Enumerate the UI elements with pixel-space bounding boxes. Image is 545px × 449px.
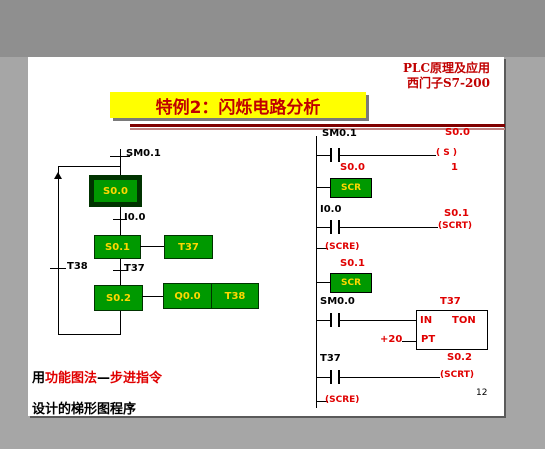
r3-coil-op: SCRT [442,221,468,231]
sfc-transition-1-bar [113,219,127,220]
r7-coil-addr: S0.2 [447,352,472,363]
r3-coil-addr: S0.1 [444,208,469,219]
r3-wire-a [316,227,330,228]
r7-wire-b [340,377,440,378]
r6-pt-value: +20 [380,334,403,345]
course-title: PLC原理及应用 [402,61,490,75]
sfc-back-transition-bar [50,268,66,269]
course-header: PLC原理及应用 西门子S7-200 [380,61,490,91]
title-rule [130,124,505,127]
footer-text-a: 用 [32,371,46,386]
r3-contact-label: I0.0 [320,204,342,215]
r4-coil: (SCRE) [325,242,360,252]
r4-coil-op: SCRE [329,242,356,252]
r1-coil: ( S ) [436,148,457,158]
footer-text-b: 功能图法 [45,371,98,386]
sfc-loop-top [58,166,120,167]
r8-coil: (SCRE) [325,395,360,405]
sfc-action-q00: Q0.0 [163,283,212,309]
ladder-power-rail [316,136,317,408]
sfc-init-transition-label: SM0.1 [126,148,161,159]
r1-contact-label: SM0.1 [322,128,357,139]
r4-wire [316,248,328,249]
r3-contact-right [338,220,340,234]
r1-coil-addr: S0.0 [445,127,470,138]
sfc-s2-action-link [142,296,164,297]
r1-coil-count: 1 [451,162,458,173]
r7-contact-right [338,370,340,384]
r2-scr-addr: S0.0 [340,162,365,173]
r6-pt-label: PT [421,334,436,345]
r5-scr-addr: S0.1 [340,258,365,269]
r7-wire-a [316,377,330,378]
r6-timer-name: T37 [440,296,461,307]
footer-line-1: 用功能图法—步进指令 [32,367,162,386]
r6-contact-label: SM0.0 [320,296,355,307]
sfc-loop-line [58,166,59,334]
r7-coil-op: SCRT [444,370,470,380]
r3-contact-left [330,220,332,234]
r5-wire [316,282,330,283]
r6-pt-wire [402,341,416,342]
sfc-transition-1-label: I0.0 [124,212,146,223]
r1-wire-b [340,155,436,156]
top-strip [0,0,545,57]
r6-wire-b [340,320,416,321]
sfc-transition-2-label: T37 [124,263,145,274]
sfc-loop-stub [120,310,121,335]
r2-wire [316,187,330,188]
footer-text-d: 步进指令 [110,371,163,386]
r6-contact-right [338,313,340,327]
r3-wire-b [340,227,438,228]
slide-title: 特例2：闪烁电路分析 [110,92,366,118]
footer-line-2: 设计的梯形图程序 [32,402,137,417]
r6-in-label: IN [420,315,433,326]
r6-ton-label: TON [452,315,476,326]
loop-arrow-icon [54,172,62,179]
r2-scr-box: SCR [330,178,372,198]
sfc-s1-action-link [140,246,164,247]
title-rule-shadow [130,128,505,130]
r7-coil: (SCRT) [440,370,475,380]
r8-coil-op: SCRE [329,395,356,405]
r5-scr-box: SCR [330,273,372,293]
sfc-step-s1: S0.1 [94,235,141,259]
course-subtitle: 西门子S7-200 [406,76,490,90]
r8-wire [316,401,328,402]
sfc-back-transition-label: T38 [67,261,88,272]
r1-coil-op: S [443,148,450,158]
sfc-step-s2: S0.2 [94,285,143,311]
r1-contact-left [330,148,332,162]
r6-wire-a [316,320,330,321]
r3-coil: (SCRT) [438,221,473,231]
sfc-loop-bottom [58,334,120,335]
sfc-step-s0: S0.0 [93,179,138,203]
r7-contact-label: T37 [320,353,341,364]
sfc-transition-2-bar [113,270,127,271]
r6-contact-left [330,313,332,327]
r1-contact-right [338,148,340,162]
sfc-init-transition-bar [110,156,130,157]
r1-wire-a [316,155,330,156]
r6-ton-box [416,310,488,350]
sfc-action-t38: T38 [211,283,259,309]
page-number: 12 [476,388,488,398]
r7-contact-left [330,370,332,384]
sfc-action-t37: T37 [164,235,213,259]
footer-text-c: — [97,371,111,386]
